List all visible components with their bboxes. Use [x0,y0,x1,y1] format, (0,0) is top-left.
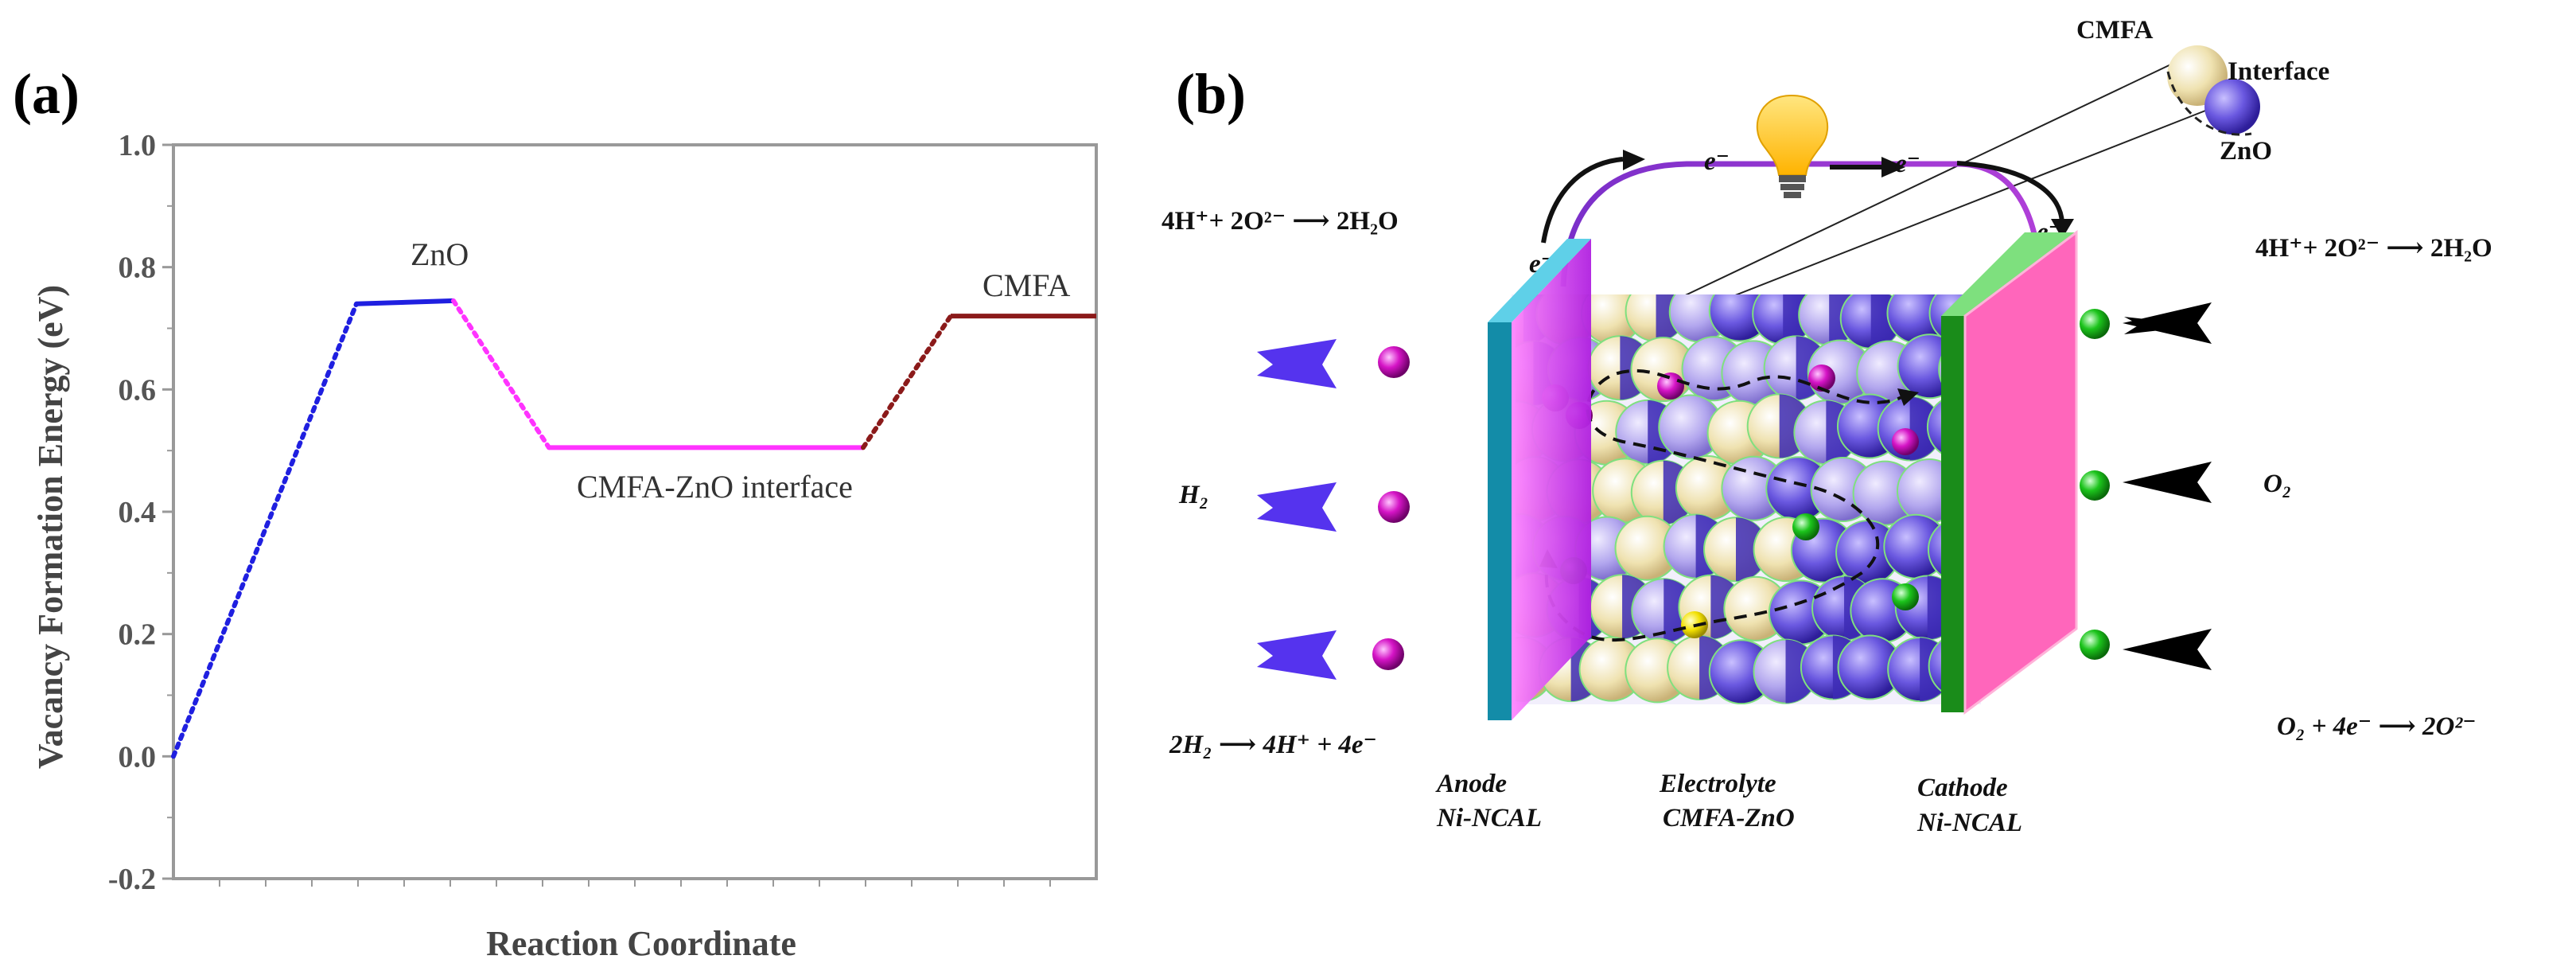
arrowhead-icon [1623,150,1645,170]
panel-a-label: (a) [13,62,80,126]
h2-label: H₂ [1178,481,1208,509]
zno-particle-icon [2204,79,2260,135]
anode-side [1488,322,1512,720]
panel-b-label: (b) [1176,62,1246,126]
electrolyte-material-caption: CMFA-ZnO [1663,804,1795,832]
arrowhead-icon [2051,219,2074,239]
cathode-material-caption: Ni-NCAL [1916,809,2022,837]
anode-reaction-equation: 2H₂ ⟶ 4H⁺ + 4e⁻ [1169,731,1377,759]
hydrogen-arrow [1257,482,1337,532]
series-label-interface: CMFA-ZnO interface [577,469,853,505]
cathode-top [1941,232,2076,316]
hydrogen-ion [1378,346,1410,378]
hydrogen-arrow [1257,339,1337,388]
oxygen-arrow [2123,302,2212,344]
embedded-ion [1808,365,1835,392]
electron-flow-arrow [1541,157,1624,244]
cathode-caption: Cathode [1917,774,2008,802]
y-tick-label: 0.4 [119,496,157,529]
anode-material-caption: Ni-NCAL [1436,804,1542,832]
transition-segment [861,314,953,450]
cathode-reaction-equation: O₂ + 4e⁻ ⟶ 2O²⁻ [2277,712,2477,741]
anode-water-equation: 4H⁺+ 2O²⁻ ⟶ 2H₂O [1162,207,1399,236]
arrowhead-icon [1881,157,1905,177]
embedded-ion [1792,513,1819,540]
electron-label: e⁻ [1895,150,1920,178]
series-label-cmfa: CMFA [983,267,1071,303]
legend-pointer-line [1686,104,2220,315]
hydrogen-ion [1372,638,1404,670]
y-tick-labels: 1.0 0.8 0.6 0.4 0.2 0.0 -0.2 [108,129,156,896]
panel-a: (a) 1.0 0.8 0.6 0.4 0.2 0.0 -0.2 ZnO CMFA-ZnO … [13,62,1098,963]
ion-migration-path [1544,368,1910,642]
electron-label: e⁻ [1704,147,1730,176]
interface-dashed-icon [2166,71,2252,136]
anode-top [1488,239,1591,322]
electron-flow-arrow [1956,161,2064,224]
series-label-zno: ZnO [411,236,469,272]
oxygen-ion [2080,309,2110,339]
y-tick-marks [162,143,173,880]
hydrogen-inflow [1257,339,1410,680]
circuit-wire [1560,161,2044,287]
legend-cmfa: CMFA [2076,16,2154,45]
transition-segment [171,301,359,759]
anode-face [1512,239,1591,720]
legend-pointer-line [1678,61,2177,299]
embedded-ion [1892,428,1919,455]
y-tick-label: 0.8 [119,251,157,285]
embedded-ion [1892,583,1919,610]
y-axis-title: Vacancy Formation Energy (eV) [31,285,70,769]
oxygen-inflow [2123,302,2212,670]
external-circuit: e⁻ e⁻ e⁻ e⁻ [1529,94,2074,287]
legend-interface: Interface [2228,57,2329,86]
electrolyte-caption: Electrolyte [1659,770,1776,798]
hydrogen-ion [1378,491,1410,523]
panel-b: (b) CMFA Interface ZnO e⁻ e⁻ e⁻ e⁻ [1162,16,2492,837]
legend-zno: ZnO [2220,137,2272,166]
plateau-segment [356,298,454,306]
particle-legend: CMFA Interface ZnO [1678,16,2329,315]
cathode-water-equation: 4H⁺+ 2O²⁻ ⟶ 2H₂O [2255,234,2492,263]
cathode-side [1941,316,1965,712]
y-tick-label: 0.2 [119,618,157,652]
anode-caption: Anode [1435,770,1507,798]
oxygen-ion [2080,630,2110,660]
y-tick-label: 0.0 [119,740,157,774]
arrowhead-icon [1897,388,1919,406]
energy-chart: 1.0 0.8 0.6 0.4 0.2 0.0 -0.2 ZnO CMFA-ZnO inte… [31,129,1098,963]
o2-label: O₂ [2263,470,2291,498]
x-tick-marks [219,879,1051,887]
transition-segment [451,298,551,450]
oxygen-ion [2080,470,2110,501]
cathode-electrode [1941,230,2078,715]
x-axis-title: Reaction Coordinate [486,924,796,963]
anode-electrode [1488,239,1591,720]
y-tick-label: 1.0 [119,129,157,162]
oxygen-arrow [2123,629,2212,670]
hydrogen-arrow [1257,630,1337,680]
light-bulb-icon [1756,94,1829,198]
y-tick-label: 0.6 [119,373,157,407]
oxygen-arrow [2123,462,2212,503]
plot-frame [172,143,1098,880]
cathode-face [1963,230,2078,715]
y-tick-label: -0.2 [108,863,156,896]
series-layer [171,298,1096,759]
